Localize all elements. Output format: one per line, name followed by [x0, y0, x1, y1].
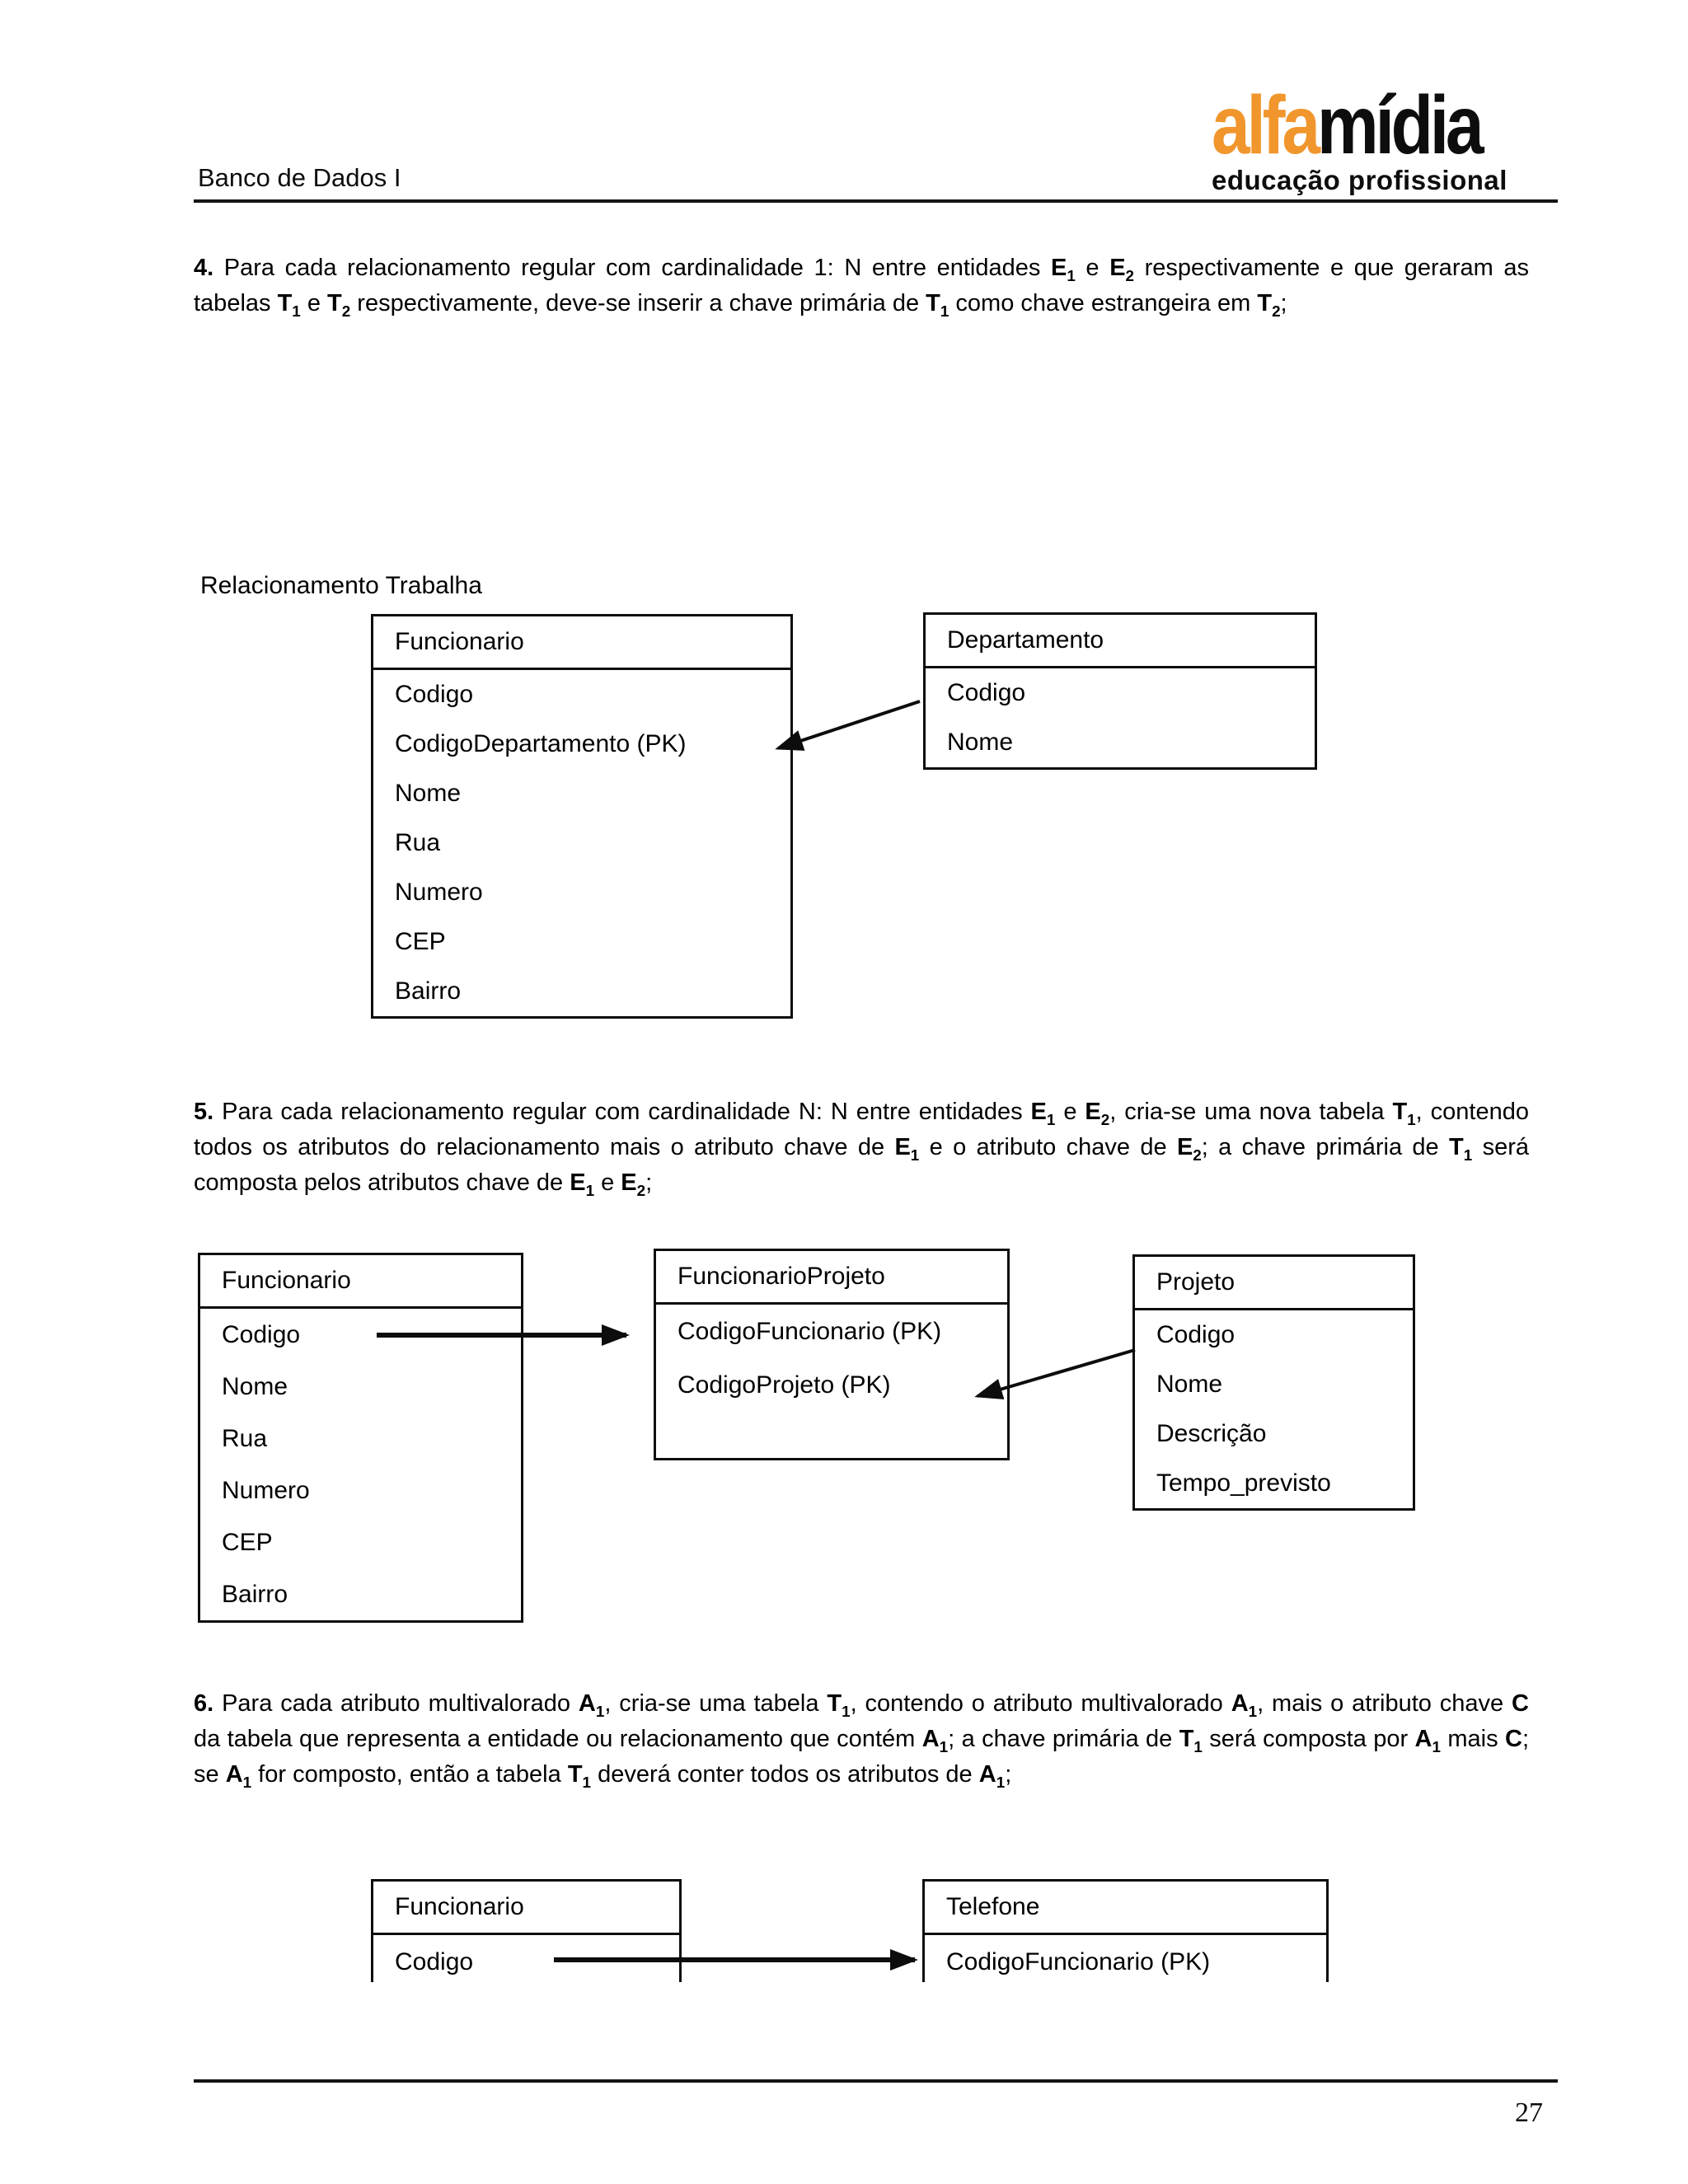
er-table-title: Funcionario — [373, 616, 790, 670]
alfamidia-logo: alfamídia educação profissional — [1212, 84, 1541, 196]
er-table-funcionario-d1: Funcionario Codigo CodigoDepartamento (P… — [371, 614, 793, 1019]
logo-alfa-text: alfa — [1212, 79, 1320, 171]
arrow-departamento-to-funcionario — [775, 700, 921, 751]
er-table-row: CodigoFuncionario (PK) — [678, 1317, 942, 1345]
er-table-row: Tempo_previsto — [1156, 1469, 1331, 1497]
er-table-title: Departamento — [926, 615, 1315, 668]
er-table-row: CodigoProjeto (PK) — [678, 1371, 891, 1399]
logo-subtitle: educação profissional — [1212, 165, 1507, 195]
paragraph-rule-4: 4. Para cada relacionamento regular com … — [194, 255, 1530, 320]
paragraph-rule-5: 5. Para cada relacionamento regular com … — [194, 1099, 1529, 1199]
er-table-title: FuncionarioProjeto — [656, 1251, 1007, 1305]
er-table-row: Nome — [222, 1372, 288, 1400]
diagram1-label: Relacionamento Trabalha — [200, 572, 482, 599]
er-table-row: Codigo — [947, 679, 1026, 706]
er-table-projeto-d2: Projeto Codigo Nome Descrição Tempo_prev… — [1132, 1254, 1415, 1511]
er-table-row: Numero — [222, 1476, 310, 1504]
er-table-title: Projeto — [1135, 1257, 1413, 1310]
er-table-title: Funcionario — [373, 1882, 679, 1935]
logo-wordmark: alfamídia — [1212, 84, 1489, 166]
er-table-row: Codigo — [222, 1320, 301, 1348]
er-table-row: Bairro — [222, 1580, 288, 1608]
footer-rule — [194, 2079, 1558, 2083]
er-table-row: CodigoFuncionario (PK) — [946, 1947, 1211, 1975]
header-rule — [194, 199, 1558, 203]
er-table-row: Nome — [947, 729, 1014, 756]
logo-midia-text: mídia — [1316, 79, 1484, 171]
er-table-row: Descrição — [1156, 1420, 1267, 1447]
page-number: 27 — [1515, 2097, 1543, 2128]
paragraph-rule-6: 6. Para cada atributo multivalorado A1, … — [194, 1690, 1530, 1791]
er-table-row: Nome — [395, 780, 462, 807]
er-table-funcionario-d3: Funcionario Codigo — [371, 1879, 682, 1982]
er-table-row: CodigoDepartamento (PK) — [395, 730, 687, 757]
er-table-row: Codigo — [1156, 1321, 1236, 1348]
er-table-row: Rua — [222, 1424, 268, 1452]
er-table-row: Bairro — [395, 977, 462, 1005]
er-table-row: Nome — [1156, 1371, 1223, 1398]
er-table-row: CEP — [395, 928, 446, 955]
er-table-title: Telefone — [925, 1882, 1326, 1935]
er-table-departamento-d1: Departamento Codigo Nome — [923, 612, 1317, 770]
er-table-funcionario-projeto-d2: FuncionarioProjeto CodigoFuncionario (PK… — [654, 1249, 1010, 1460]
er-table-funcionario-d2: Funcionario Codigo Nome Rua Numero CEP B… — [198, 1253, 523, 1623]
er-table-row: CEP — [222, 1528, 273, 1556]
er-table-row: Numero — [395, 879, 483, 906]
er-table-row: Codigo — [395, 681, 474, 708]
header-course-title: Banco de Dados I — [198, 163, 401, 192]
er-table-telefone-d3: Telefone CodigoFuncionario (PK) — [922, 1879, 1329, 1982]
er-table-row: Rua — [395, 829, 441, 856]
er-table-title: Funcionario — [200, 1255, 521, 1309]
er-table-row: Codigo — [395, 1947, 474, 1975]
